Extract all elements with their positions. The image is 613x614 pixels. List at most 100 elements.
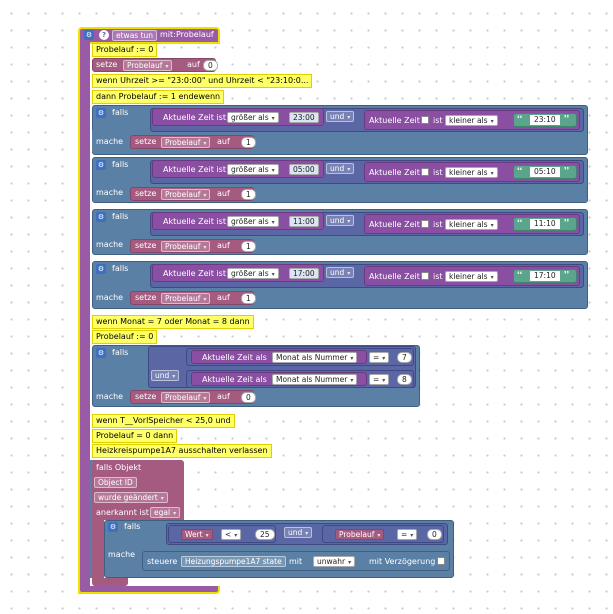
value-field[interactable]: 1 bbox=[241, 293, 256, 304]
logic-op-dropdown[interactable]: und▾ bbox=[326, 267, 355, 278]
checkbox[interactable] bbox=[421, 272, 429, 280]
compare-block[interactable]: Probelauf▾ =▾ 0 bbox=[322, 525, 444, 543]
time-compare-block[interactable]: Aktuelle Zeit ist kleiner als▾ ❛❛ 11:10 … bbox=[364, 214, 580, 234]
comment-note[interactable]: wenn Monat = 7 oder Monat = 8 dann bbox=[92, 315, 254, 329]
time-text-field[interactable]: 11:10 bbox=[530, 219, 560, 229]
set-variable-block[interactable]: setze Probelauf▾ auf 0 bbox=[92, 58, 218, 72]
time-as-block[interactable]: Aktuelle Zeit als Monat als Nummer▾ bbox=[191, 372, 367, 386]
text-block[interactable]: ❛❛ 05:10 ❜❜ bbox=[513, 165, 577, 179]
time-compare-block[interactable]: Aktuelle Zeit ist größer als▾ 23:00 bbox=[152, 108, 324, 126]
text-block[interactable]: ❛❛ 11:10 ❜❜ bbox=[513, 217, 577, 231]
threshold-field[interactable]: 25 bbox=[255, 529, 275, 540]
time-compare-block[interactable]: Aktuelle Zeit ist kleiner als▾ ❛❛ 23:10 … bbox=[364, 110, 580, 130]
operator-dropdown[interactable]: größer als▾ bbox=[227, 112, 279, 123]
gear-icon[interactable]: ⚙ bbox=[96, 264, 106, 274]
time-field[interactable]: 23:00 bbox=[289, 112, 319, 123]
set-variable-block[interactable]: setze Probelauf▾ auf 1 bbox=[130, 291, 256, 305]
text-block[interactable]: ❛❛ 23:10 ❜❜ bbox=[513, 113, 577, 127]
operator-dropdown[interactable]: kleiner als▾ bbox=[445, 219, 498, 230]
trigger-type-dropdown[interactable]: wurde geändert▾ bbox=[94, 492, 168, 503]
operator-dropdown[interactable]: =▾ bbox=[369, 352, 390, 363]
time-as-block[interactable]: Aktuelle Zeit als Monat als Nummer▾ bbox=[191, 350, 367, 364]
gear-icon[interactable]: ⚙ bbox=[96, 108, 106, 118]
logic-op-dropdown[interactable]: und▾ bbox=[326, 215, 355, 226]
control-block[interactable]: steuere Heizungspumpe1A7 state mit unwah… bbox=[142, 551, 450, 571]
set-variable-block[interactable]: setze Probelauf▾ auf 0 bbox=[130, 390, 256, 404]
object-id-field[interactable]: Object ID bbox=[94, 477, 137, 488]
ack-dropdown[interactable]: egal▾ bbox=[150, 507, 181, 518]
value-field[interactable]: 1 bbox=[241, 189, 256, 200]
device-field[interactable]: Heizungspumpe1A7 state bbox=[181, 556, 286, 567]
set-variable-block[interactable]: setze Probelauf▾ auf 1 bbox=[130, 135, 256, 149]
trigger-block[interactable] bbox=[92, 460, 184, 520]
operator-dropdown[interactable]: <▾ bbox=[221, 529, 242, 540]
format-dropdown[interactable]: Monat als Nummer▾ bbox=[272, 352, 358, 363]
time-compare-block[interactable]: Aktuelle Zeit ist größer als▾ 17:00 bbox=[152, 264, 324, 282]
variable-dropdown[interactable]: Probelauf▾ bbox=[161, 137, 211, 148]
checkbox[interactable] bbox=[421, 116, 429, 124]
variable-dropdown[interactable]: Probelauf▾ bbox=[161, 293, 211, 304]
state-dropdown[interactable]: unwahr▾ bbox=[313, 556, 356, 567]
time-text-field[interactable]: 23:10 bbox=[530, 115, 560, 125]
time-text-field[interactable]: 05:10 bbox=[530, 167, 560, 177]
comment-note[interactable]: Probelauf = 0 dann bbox=[92, 429, 178, 443]
value-field[interactable]: 0 bbox=[427, 529, 442, 540]
comment-note[interactable]: wenn T__VorlSpeicher < 25,0 und bbox=[92, 414, 235, 428]
operator-dropdown[interactable]: kleiner als▾ bbox=[445, 271, 498, 282]
operator-dropdown[interactable]: kleiner als▾ bbox=[445, 115, 498, 126]
checkbox[interactable] bbox=[421, 168, 429, 176]
function-block[interactable]: ⚙ ? etwas tun mit: Probelauf bbox=[78, 27, 220, 594]
set-variable-block[interactable]: setze Probelauf▾ auf 1 bbox=[130, 187, 256, 201]
logic-op-dropdown[interactable]: und▾ bbox=[326, 163, 355, 174]
time-compare-block[interactable]: Aktuelle Zeit ist größer als▾ 11:00 bbox=[152, 212, 324, 230]
logic-op-dropdown[interactable]: und▾ bbox=[326, 111, 355, 122]
checkbox[interactable] bbox=[421, 220, 429, 228]
comment-note[interactable]: dann Probelauf := 1 endewenn bbox=[92, 90, 225, 104]
variable-dropdown[interactable]: Probelauf▾ bbox=[161, 241, 211, 252]
gear-icon[interactable]: ⚙ bbox=[96, 160, 106, 170]
variable-dropdown[interactable]: Probelauf▾ bbox=[161, 189, 211, 200]
time-compare-block[interactable]: Aktuelle Zeit ist kleiner als▾ ❛❛ 17:10 … bbox=[364, 266, 580, 286]
time-compare-block[interactable]: Aktuelle Zeit ist größer als▾ 05:00 bbox=[152, 160, 324, 178]
gear-icon[interactable]: ⚙ bbox=[96, 348, 106, 358]
compare-block[interactable]: Aktuelle Zeit als Monat als Nummer▾ =▾ 7 bbox=[186, 348, 414, 366]
comment-note[interactable]: Heizkreispumpe1A7 ausschalten verlassen bbox=[92, 444, 272, 458]
format-dropdown[interactable]: Monat als Nummer▾ bbox=[272, 374, 358, 385]
logic-op-dropdown[interactable]: und▾ bbox=[151, 370, 180, 381]
compare-block[interactable]: Aktuelle Zeit als Monat als Nummer▾ =▾ 8 bbox=[186, 370, 414, 388]
value-field[interactable]: 8 bbox=[397, 374, 412, 385]
time-compare-block[interactable]: Aktuelle Zeit ist kleiner als▾ ❛❛ 05:10 … bbox=[364, 162, 580, 182]
comment-note[interactable]: wenn Uhrzeit >= "23:0:00" und Uhrzeit < … bbox=[92, 74, 313, 88]
operator-dropdown[interactable]: größer als▾ bbox=[227, 268, 279, 279]
time-field[interactable]: 11:00 bbox=[289, 216, 319, 227]
gear-icon[interactable]: ⚙ bbox=[84, 30, 94, 40]
value-field[interactable]: 1 bbox=[241, 137, 256, 148]
operator-dropdown[interactable]: größer als▾ bbox=[227, 216, 279, 227]
value-dropdown[interactable]: Wert▾ bbox=[181, 529, 213, 540]
help-icon[interactable]: ? bbox=[99, 30, 109, 40]
operator-dropdown[interactable]: kleiner als▾ bbox=[445, 167, 498, 178]
compare-block[interactable]: Wert▾ <▾ 25 bbox=[168, 525, 276, 543]
comment-note[interactable]: Probelauf := 0 bbox=[92, 43, 158, 57]
gear-icon[interactable]: ⚙ bbox=[108, 522, 118, 532]
variable-dropdown[interactable]: Probelauf▾ bbox=[161, 392, 211, 403]
text-block[interactable]: ❛❛ 17:10 ❜❜ bbox=[513, 269, 577, 283]
variable-dropdown[interactable]: Probelauf▾ bbox=[335, 529, 385, 540]
delay-checkbox[interactable] bbox=[437, 557, 445, 565]
logic-op-dropdown[interactable]: und▾ bbox=[284, 527, 313, 538]
function-name-field[interactable]: etwas tun bbox=[112, 30, 158, 41]
variable-dropdown[interactable]: Probelauf▾ bbox=[123, 60, 173, 71]
value-field[interactable]: 0 bbox=[203, 60, 218, 71]
value-field[interactable]: 1 bbox=[241, 241, 256, 252]
value-field[interactable]: 0 bbox=[241, 392, 256, 403]
time-field[interactable]: 17:00 bbox=[289, 268, 319, 279]
gear-icon[interactable]: ⚙ bbox=[96, 212, 106, 222]
set-variable-block[interactable]: setze Probelauf▾ auf 1 bbox=[130, 239, 256, 253]
time-field[interactable]: 05:00 bbox=[289, 164, 319, 175]
comment-note[interactable]: Probelauf := 0 bbox=[92, 330, 158, 344]
operator-dropdown[interactable]: größer als▾ bbox=[227, 164, 279, 175]
operator-dropdown[interactable]: =▾ bbox=[397, 529, 418, 540]
time-text-field[interactable]: 17:10 bbox=[530, 271, 560, 281]
value-field[interactable]: 7 bbox=[397, 352, 412, 363]
operator-dropdown[interactable]: =▾ bbox=[369, 374, 390, 385]
